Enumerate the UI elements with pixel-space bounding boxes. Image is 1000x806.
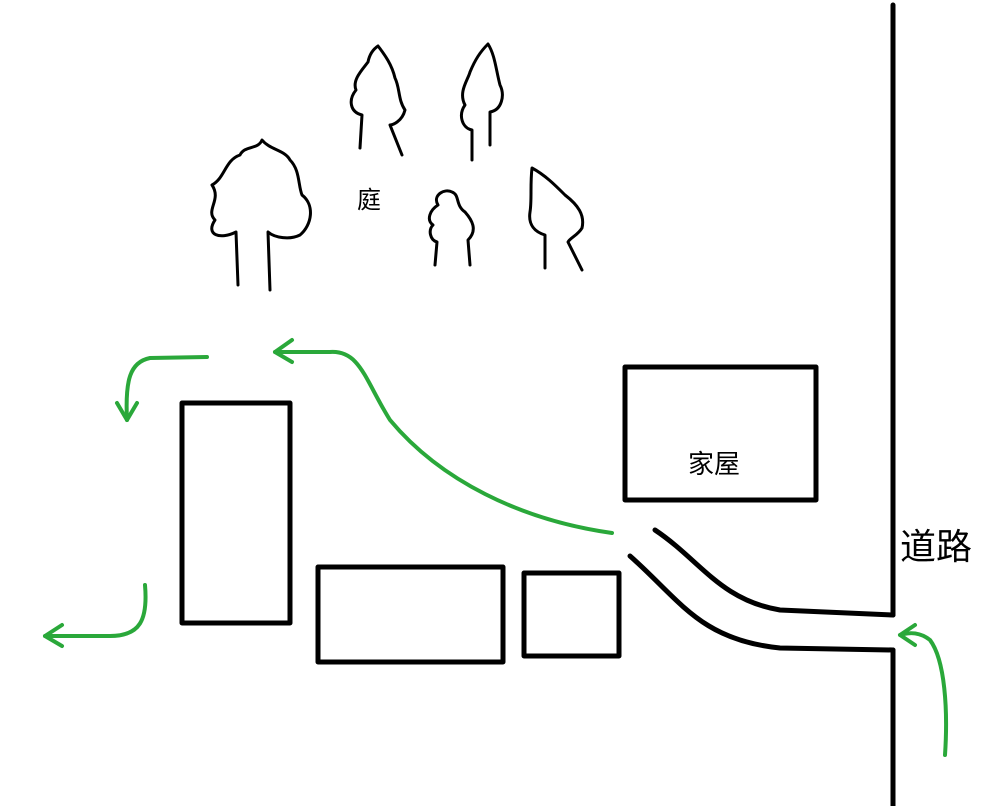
garden-label: 庭 (357, 186, 381, 214)
tree-icon (460, 42, 504, 162)
route-arrow-bottom-left (43, 583, 148, 648)
route-arrow-top-left (115, 355, 209, 422)
tree-icon (427, 189, 475, 267)
house-label: 家屋 (688, 450, 741, 480)
tree-icon (528, 166, 585, 272)
building-wide (315, 564, 506, 665)
road-label: 道路 (900, 527, 973, 568)
house-outline (622, 364, 819, 503)
route-arrow-entry (898, 623, 949, 757)
tree-icon (349, 44, 407, 157)
building-small (521, 570, 622, 659)
route-arrow-driveway (273, 338, 614, 535)
driveway-edge-lower (627, 553, 896, 653)
driveway-edge-upper (652, 527, 896, 618)
tree-icon (210, 138, 312, 292)
building-tall (179, 400, 293, 626)
